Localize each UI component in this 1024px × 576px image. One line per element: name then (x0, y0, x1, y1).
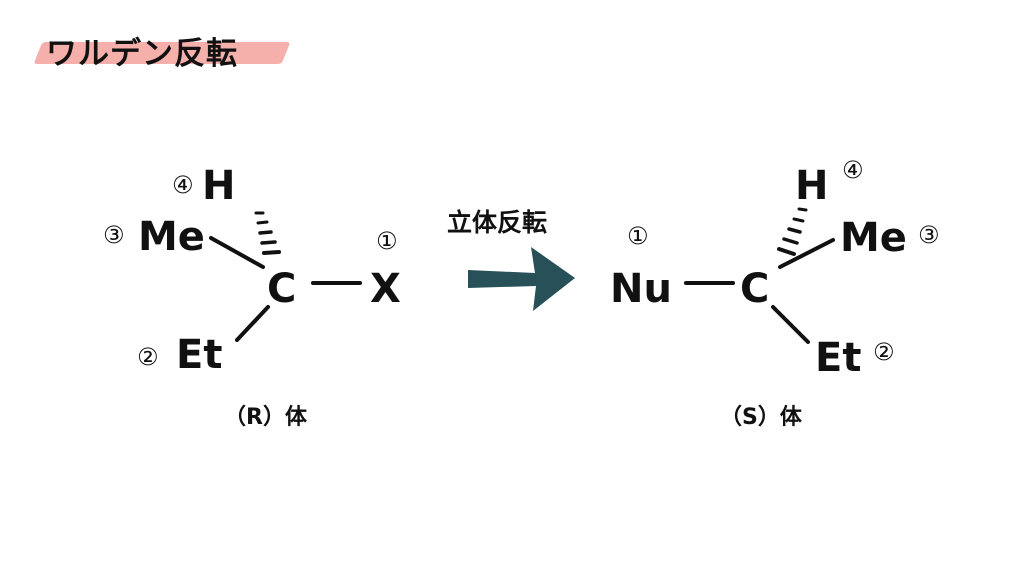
right-me-atom: Me (840, 215, 907, 261)
left-h-rank: ④ (172, 171, 194, 199)
right-et-rank: ② (873, 338, 895, 366)
right-center-carbon: C (740, 266, 769, 312)
right-nu-atom: Nu (610, 266, 672, 312)
left-dashed-bond-h (254, 211, 281, 255)
right-me-rank: ③ (918, 221, 940, 249)
page-title: ワルデン反転 (46, 36, 238, 72)
left-et-atom: Et (176, 332, 222, 378)
right-caption: （S）体 (720, 405, 803, 430)
reaction-arrow: 立体反転 (447, 208, 575, 311)
left-et-rank: ② (137, 343, 159, 371)
left-caption: （R）体 (224, 405, 308, 430)
arrow-label: 立体反転 (447, 208, 547, 237)
right-et-atom: Et (815, 335, 861, 381)
left-x-rank: ① (376, 227, 398, 255)
left-bond-et (235, 305, 270, 342)
left-x-atom: X (370, 266, 401, 312)
left-me-atom: Me (138, 214, 205, 260)
left-molecule: ④ H ③ Me ① X C ② Et （R）体 (103, 163, 401, 430)
right-nu-rank: ① (627, 222, 649, 250)
right-h-rank: ④ (842, 156, 864, 184)
left-bond-me (209, 236, 265, 269)
right-bond-me (778, 238, 835, 269)
left-me-rank: ③ (103, 221, 125, 249)
left-center-carbon: C (267, 266, 296, 312)
right-bond-et (771, 305, 810, 344)
right-h-atom: H (795, 163, 828, 209)
right-molecule: H ④ Me ③ ① Nu C Et ② （S）体 (610, 156, 940, 430)
right-dashed-bond-h (777, 207, 808, 256)
arrow-shape (468, 247, 575, 311)
left-h-atom: H (202, 163, 235, 209)
title-banner: ワルデン反転 (33, 28, 291, 72)
